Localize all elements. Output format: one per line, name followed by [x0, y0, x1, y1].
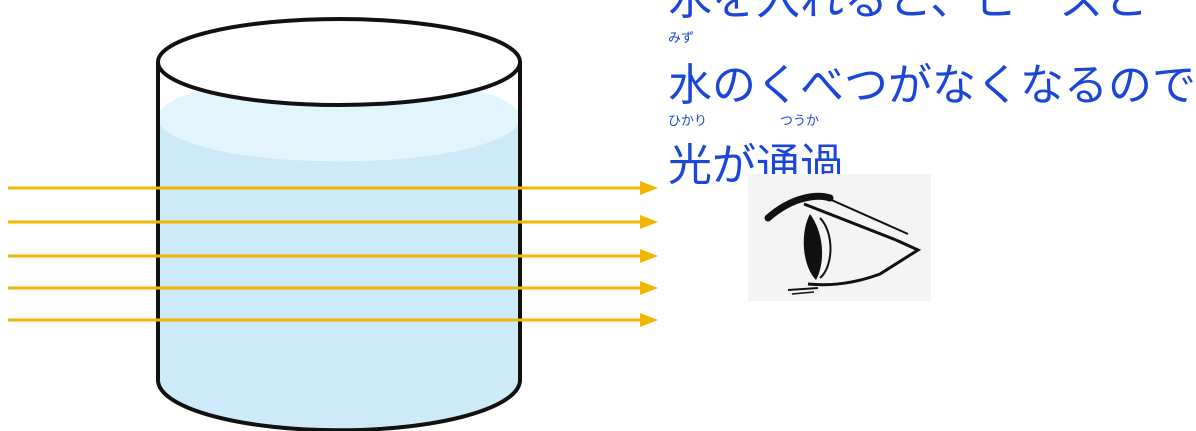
light-ray-arrow-icon: [8, 215, 658, 229]
eye-icon: [764, 192, 922, 295]
water-body: [158, 118, 520, 431]
ruby-pass: つうか: [780, 114, 820, 129]
light-ray-arrow-icon: [8, 313, 658, 327]
caption-line-top: 水を入れると、ビーズと: [668, 0, 1148, 22]
light-ray-arrows: [8, 181, 658, 327]
eye-panel: [748, 174, 931, 301]
light-ray-arrow-icon: [8, 181, 658, 195]
caption-light-word: 光が: [668, 140, 756, 191]
light-ray-arrow-icon: [8, 249, 658, 263]
glass-of-water-icon: [156, 17, 522, 431]
ruby-water: みず: [668, 31, 695, 46]
ruby-light: ひかり: [668, 114, 708, 129]
glass-rim: [156, 17, 522, 107]
caption-line-2: 水のくべつがなくなるので: [668, 60, 1196, 111]
glass-outline: [156, 62, 522, 431]
light-ray-arrow-icon: [8, 281, 658, 295]
